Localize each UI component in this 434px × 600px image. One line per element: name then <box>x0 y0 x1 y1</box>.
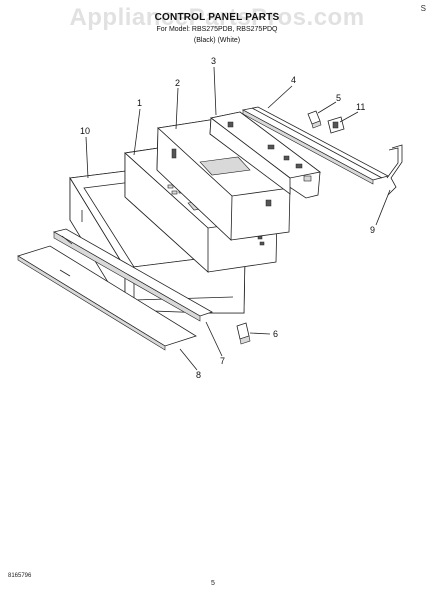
model-line: For Model: RBS275PDB, RBS275PDQ <box>156 26 278 33</box>
callout-10: 10 <box>80 126 90 136</box>
callout-3: 3 <box>211 56 216 66</box>
part-6-clip <box>236 322 251 345</box>
document-code: 8165796 <box>8 573 32 579</box>
corner-mark: S <box>420 4 426 13</box>
callout-4: 4 <box>291 75 296 85</box>
diagram-title: CONTROL PANEL PARTS <box>154 12 280 23</box>
callout-2: 2 <box>175 78 180 88</box>
callout-11: 11 <box>356 102 365 112</box>
part-3-control-board <box>209 111 321 199</box>
callout-6: 6 <box>273 329 278 339</box>
part-8-bottom-plate <box>17 245 197 351</box>
callout-8: 8 <box>196 370 201 380</box>
callout-1: 1 <box>137 98 142 108</box>
callout-labels: 1 2 3 4 5 6 7 8 9 10 11 <box>80 56 375 380</box>
callout-7: 7 <box>220 356 225 366</box>
callout-5: 5 <box>336 93 341 103</box>
leader-lines <box>85 66 391 371</box>
color-line: (Black) (White) <box>193 37 241 44</box>
part-7-support-channel <box>52 228 213 322</box>
callout-9: 9 <box>370 225 375 235</box>
part-2-overlay <box>156 118 291 241</box>
part-11-bracket <box>327 116 345 134</box>
page-number: 5 <box>211 580 215 587</box>
part-5-bracket <box>307 110 322 129</box>
part-9-clip <box>386 144 403 196</box>
